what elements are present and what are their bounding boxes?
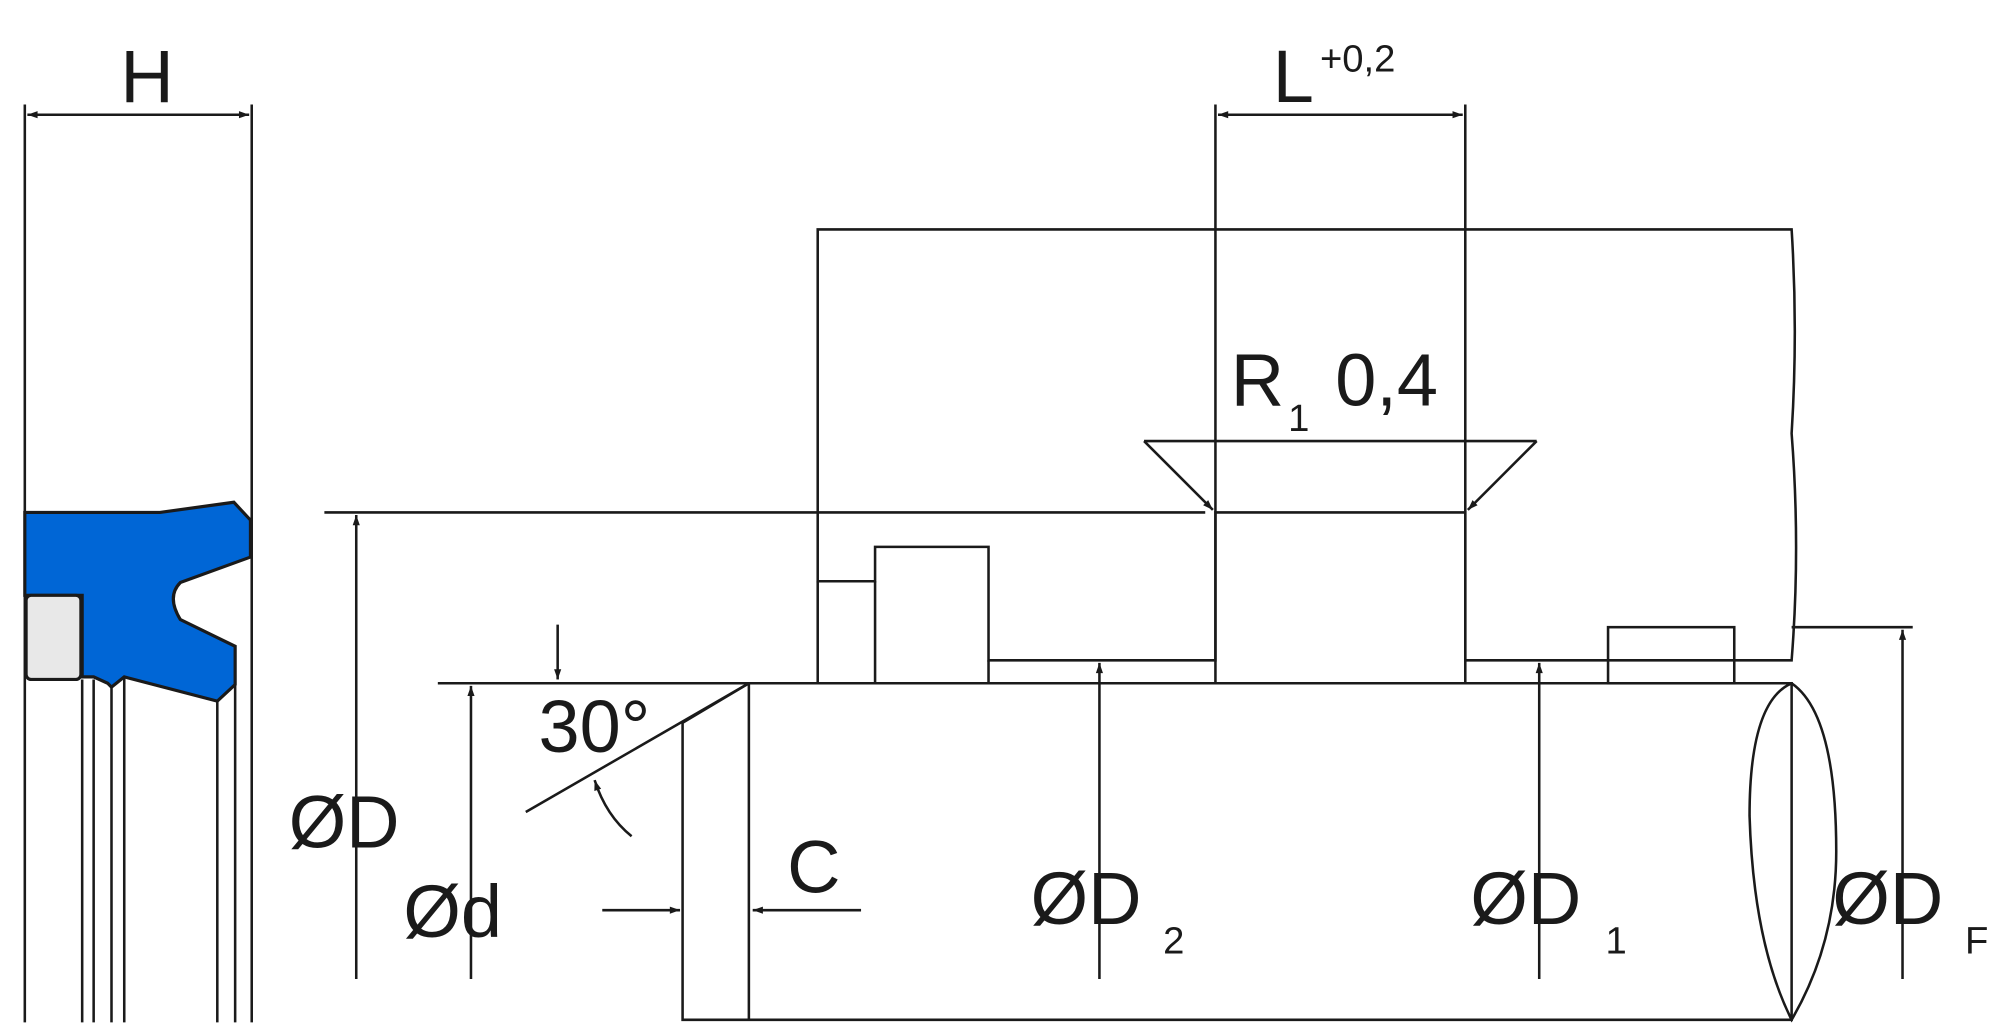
label-d2-sub: 2: [1163, 920, 1184, 963]
label-d-rod: Ød: [403, 870, 502, 953]
seal-profile: [23, 500, 253, 703]
label-d1-sub: 1: [1606, 920, 1627, 963]
label-d2: ØD: [1031, 857, 1142, 940]
label-d-outer: ØD: [289, 781, 400, 864]
label-l-tolerance: +0,2: [1320, 37, 1395, 80]
label-r-sub: 1: [1288, 397, 1309, 440]
wear-ring-groove: [1606, 625, 1736, 685]
backup-ring: [24, 593, 83, 682]
label-c: C: [787, 825, 840, 908]
label-r: R: [1231, 338, 1284, 421]
housing: [816, 228, 1798, 685]
label-l: L: [1273, 35, 1314, 118]
seal-section-view: H: [23, 35, 253, 1023]
label-h: H: [120, 35, 173, 118]
label-chamfer-angle: 30°: [539, 685, 651, 768]
label-df: ØD: [1832, 857, 1943, 940]
label-r-value: 0,4: [1335, 338, 1438, 421]
label-d1: ØD: [1470, 857, 1581, 940]
dimensions: L +0,2 R 1 0,4 ØD Ød 30° C ØD 2 ØD 1: [289, 35, 1988, 980]
rod: [681, 681, 1838, 1023]
rod-end-face: [1748, 681, 1838, 1023]
label-df-sub: F: [1965, 920, 1988, 963]
